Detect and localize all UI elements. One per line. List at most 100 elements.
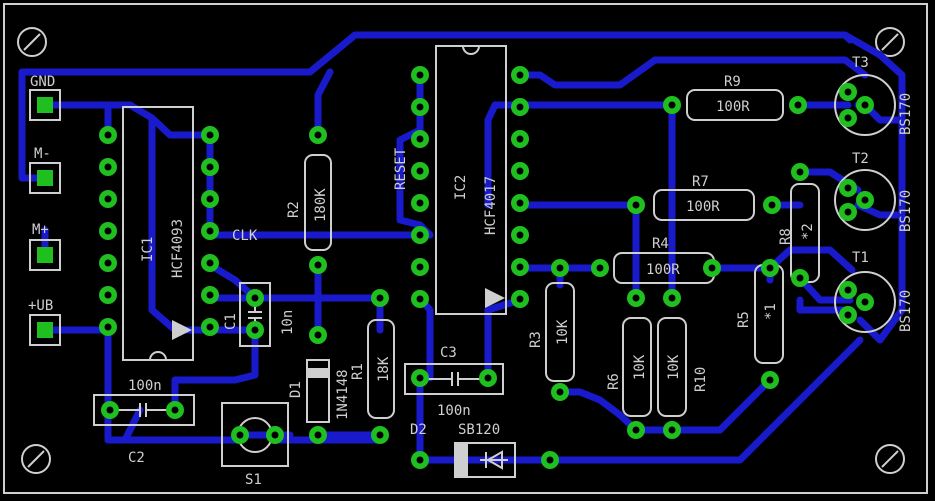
pad-hole — [251, 294, 259, 302]
label-t2: T2 — [852, 151, 869, 167]
label-r8-value: *2 — [800, 223, 816, 240]
pad-hole — [861, 101, 869, 109]
pad-hole — [206, 323, 214, 331]
pad-hole — [106, 406, 114, 414]
pad-hole — [376, 431, 384, 439]
pad-hole — [668, 294, 676, 302]
pad-hole — [766, 264, 774, 272]
label-r1-value: 18K — [376, 356, 392, 382]
pad-hole — [844, 114, 852, 122]
silkscreen — [29, 45, 896, 478]
label-c1-value: 10n — [280, 310, 296, 335]
pad-hole — [516, 167, 524, 175]
pad-hole — [708, 264, 716, 272]
pad-hole — [104, 259, 112, 267]
d2-diode-symbol — [454, 442, 508, 478]
label-t1: T1 — [852, 250, 869, 266]
pad-hole — [861, 298, 869, 306]
label-r3-value: 10K — [555, 319, 571, 345]
pad-hole — [416, 374, 424, 382]
pad-hole — [768, 201, 776, 209]
label-r6-value: 10K — [632, 354, 648, 380]
label-c3: C3 — [440, 345, 457, 361]
label-r9-value: 100R — [716, 99, 750, 115]
pad-hole — [206, 227, 214, 235]
label-c3-value: 100n — [437, 403, 471, 419]
pad-hole — [844, 311, 852, 319]
pad-hole — [516, 71, 524, 79]
pad-hole — [104, 163, 112, 171]
pad-hole — [104, 291, 112, 299]
pad-hole — [376, 294, 384, 302]
ic2-pin1-marker — [485, 288, 505, 308]
pad-hole — [844, 184, 852, 192]
pad-hole — [546, 456, 554, 464]
label-r8: R8 — [778, 228, 794, 245]
pad-hole — [314, 331, 322, 339]
pad-hole — [104, 323, 112, 331]
label-ic2: IC2 — [453, 175, 469, 200]
pad-hole — [236, 431, 244, 439]
pad-hole — [516, 135, 524, 143]
label-d2: D2 — [410, 422, 427, 438]
pad-hole — [632, 201, 640, 209]
label-ub: +UB — [28, 298, 53, 314]
resistor-bodies — [304, 89, 820, 419]
pad-hole — [416, 199, 424, 207]
label-c1: C1 — [223, 313, 239, 330]
pad-hole — [668, 101, 676, 109]
label-ic1: IC1 — [140, 237, 156, 262]
label-t2-value: BS170 — [898, 190, 914, 232]
label-r5-value: *1 — [763, 303, 779, 320]
label-s1: S1 — [245, 472, 262, 488]
pad-hole — [416, 456, 424, 464]
label-d1: D1 — [288, 381, 304, 398]
label-ic2-value: HCF4017 — [483, 176, 499, 235]
pad-hole — [844, 208, 852, 216]
pad-hole — [416, 295, 424, 303]
pad-hole — [104, 195, 112, 203]
pad-hole — [416, 167, 424, 175]
pad-hole — [516, 295, 524, 303]
label-r6: R6 — [606, 373, 622, 390]
label-r1: R1 — [350, 363, 366, 380]
pad-hole — [416, 71, 424, 79]
mounting-hole-top-right — [875, 27, 905, 57]
pad-hole — [416, 103, 424, 111]
pad-hole — [104, 131, 112, 139]
pad-hole — [632, 426, 640, 434]
label-r9: R9 — [724, 74, 741, 90]
pad-hole — [794, 101, 802, 109]
pad-hole — [556, 388, 564, 396]
label-r10-value: 10K — [666, 354, 682, 380]
pad-hole — [556, 264, 564, 272]
pad-hole — [206, 291, 214, 299]
pad-hole — [314, 131, 322, 139]
mounting-hole-top-left — [17, 27, 47, 57]
label-c2: C2 — [128, 450, 145, 466]
pad-hole — [171, 406, 179, 414]
mounting-hole-bottom-right — [875, 444, 905, 474]
pad-hole — [516, 263, 524, 271]
pad-hole — [206, 163, 214, 171]
pad-hole — [668, 426, 676, 434]
label-t1-value: BS170 — [898, 290, 914, 332]
label-ic1-value: HCF4093 — [170, 219, 186, 278]
pad-hole — [251, 326, 259, 334]
mounting-hole-bottom-left — [21, 444, 51, 474]
pads — [99, 66, 874, 469]
label-r5: R5 — [736, 311, 752, 328]
pad-hole — [844, 286, 852, 294]
pad-hole — [516, 199, 524, 207]
pad-hole — [206, 259, 214, 267]
label-r4: R4 — [652, 236, 669, 252]
label-t3: T3 — [852, 55, 869, 71]
label-r7-value: 100R — [686, 199, 720, 215]
pad-hole — [206, 195, 214, 203]
label-r7: R7 — [692, 174, 709, 190]
label-r2: R2 — [286, 201, 302, 218]
label-m-plus: M+ — [32, 222, 49, 238]
pad-hole — [516, 103, 524, 111]
pad-hole — [861, 196, 869, 204]
